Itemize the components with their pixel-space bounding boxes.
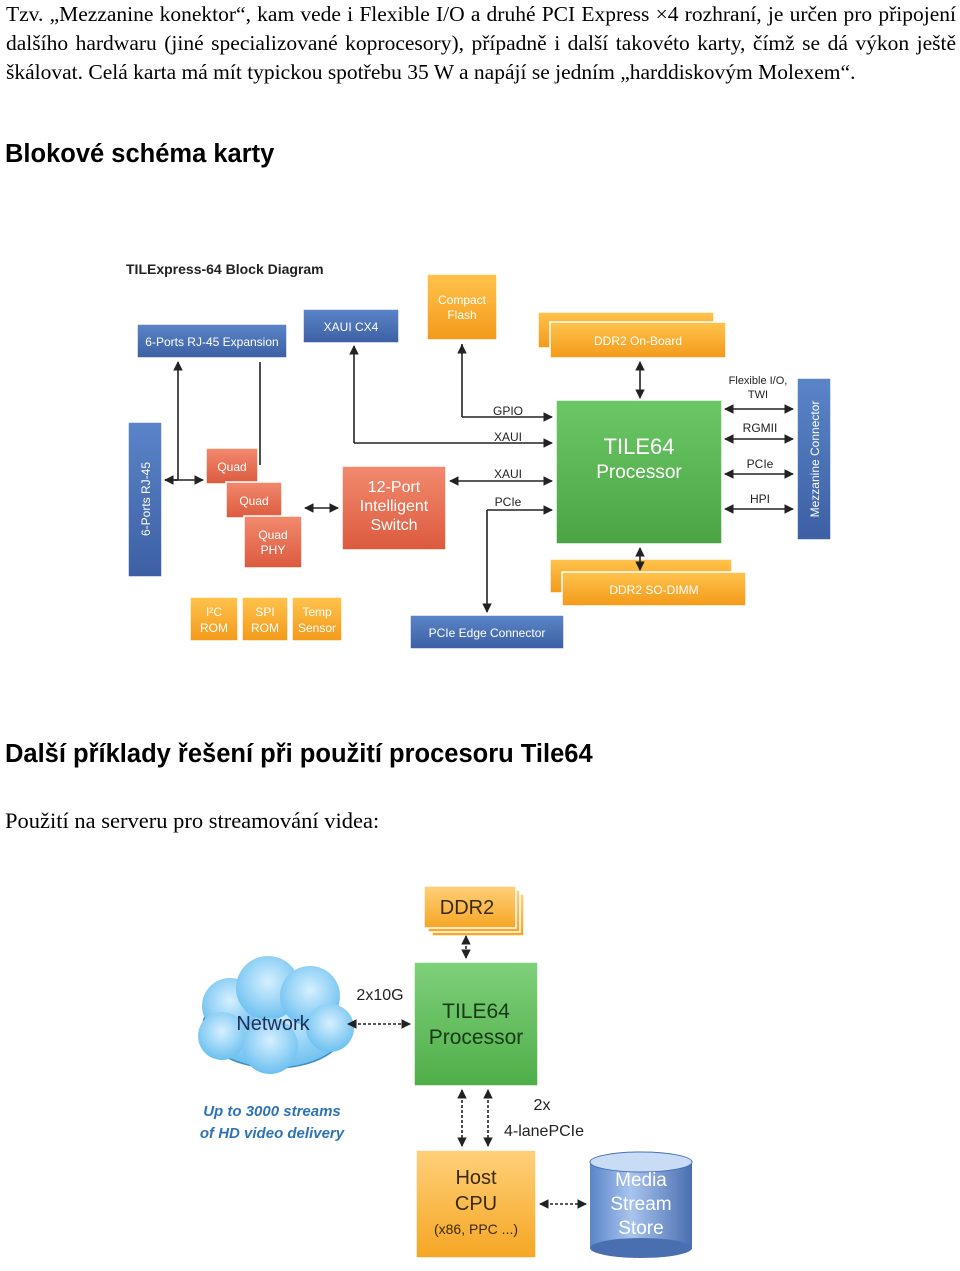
ddr2-onboard-label: DDR2 On-Board xyxy=(594,334,682,348)
flexible-io-label-1: Flexible I/O, xyxy=(729,375,788,387)
quad-phy-label-2: PHY xyxy=(261,543,286,557)
i2c-rom-block xyxy=(189,596,239,642)
host-cpu-label-2: CPU xyxy=(455,1193,497,1215)
network-cloud xyxy=(198,956,354,1074)
processor-label-2-2: Processor xyxy=(429,1026,524,1049)
streaming-connections xyxy=(347,935,587,1209)
media-store-label-3: Store xyxy=(618,1218,663,1239)
rj45-expansion-label: 6-Ports RJ-45 Expansion xyxy=(145,335,278,349)
rj45-ports-label: 6-Ports RJ-45 xyxy=(139,462,153,536)
pcie-left-label: PCIe xyxy=(495,495,522,509)
quad-label-2: Quad xyxy=(239,494,268,508)
host-cpu-label-1: Host xyxy=(455,1167,497,1189)
quad-block-2 xyxy=(225,481,283,519)
xaui-label-2: XAUI xyxy=(494,467,522,481)
host-cpu-block xyxy=(415,1149,537,1259)
host-cpu-label-3: (x86, PPC ...) xyxy=(434,1221,518,1237)
rgmii-label: RGMII xyxy=(743,421,778,435)
pcie-lanes-label-1: 2x xyxy=(534,1097,551,1114)
hpi-label: HPI xyxy=(750,492,770,506)
pcie-lanes-label-2: 4-lanePCIe xyxy=(504,1123,584,1140)
rj45-expansion-block xyxy=(136,323,288,359)
streaming-caption: Použití na serveru pro streamování videa… xyxy=(5,808,380,833)
processor-label-1-2: TILE64 xyxy=(442,1000,510,1023)
temp-sensor-block xyxy=(291,596,343,642)
media-store-cylinder xyxy=(589,1151,693,1258)
flexible-io-label-2: TWI xyxy=(748,389,768,401)
spi-rom-block xyxy=(241,596,289,642)
media-store-label-1: Media xyxy=(615,1170,667,1191)
ddr2-block xyxy=(423,885,517,929)
gpio-label: GPIO xyxy=(493,404,523,418)
temp-sensor-label-1: Temp xyxy=(302,605,332,619)
quad-label-1: Quad xyxy=(217,460,246,474)
streaming-diagram: DDR2 Network 2x10G TILE64 Processor Up t… xyxy=(198,885,693,1259)
media-store-label-2: Stream xyxy=(610,1194,671,1215)
processor-label-1: TILE64 xyxy=(604,434,675,459)
xaui-cx4-block xyxy=(302,308,400,344)
pcie-edge-connector-label: PCIe Edge Connector xyxy=(429,626,546,640)
intro-paragraph: Tzv. „Mezzanine konektor“, kam vede i Fl… xyxy=(6,2,956,84)
switch-label-1: 12-Port xyxy=(368,479,421,496)
ddr2-onboard-block xyxy=(549,321,727,359)
processor-label-2: Processor xyxy=(596,462,682,483)
xaui-cx4-label: XAUI CX4 xyxy=(324,320,379,334)
ddr2-label: DDR2 xyxy=(440,897,494,919)
switch-label-3: Switch xyxy=(370,517,417,534)
compact-flash-block xyxy=(426,273,498,341)
diagram-title: TILExpress-64 Block Diagram xyxy=(126,261,324,277)
block-diagram: TILExpress-64 Block Diagram 6-Ports RJ-4… xyxy=(126,261,832,650)
temp-sensor-label-2: Sensor xyxy=(298,621,336,635)
i2c-rom-label-2: ROM xyxy=(200,621,228,635)
quad-phy-label-1: Quad xyxy=(258,528,287,542)
rj45-ports-block xyxy=(127,421,163,578)
link-label: 2x10G xyxy=(356,987,403,1004)
section-heading-block-diagram: Blokové schéma karty xyxy=(5,140,275,168)
pcie-edge-connector-block xyxy=(409,614,565,650)
diagram-connections xyxy=(164,344,794,613)
ddr2-sodimm-label: DDR2 SO-DIMM xyxy=(609,583,698,597)
spi-rom-label-1: SPI xyxy=(255,605,274,619)
spi-rom-label-2: ROM xyxy=(251,621,279,635)
switch-block xyxy=(341,465,447,551)
mezzanine-connector-block xyxy=(796,377,832,541)
streams-label-1: Up to 3000 streams xyxy=(203,1103,341,1120)
tile64-processor-block xyxy=(555,399,723,545)
streams-label-2: of HD video delivery xyxy=(200,1125,345,1142)
quad-phy-block xyxy=(243,515,303,569)
ddr2-sodimm-block xyxy=(561,571,747,607)
mezzanine-connector-label: Mezzanine Connector xyxy=(808,401,822,518)
xaui-label-1: XAUI xyxy=(494,430,522,444)
switch-label-2: Intelligent xyxy=(360,498,429,515)
section-heading-examples: Další příklady řešení při použití proces… xyxy=(5,740,593,768)
i2c-rom-label-1: I²C xyxy=(206,605,222,619)
network-label: Network xyxy=(236,1013,310,1035)
pcie-right-label: PCIe xyxy=(747,457,774,471)
compact-flash-label-2: Flash xyxy=(447,308,476,322)
tile64-processor-block-2 xyxy=(413,961,539,1087)
compact-flash-label-1: Compact xyxy=(438,293,487,307)
